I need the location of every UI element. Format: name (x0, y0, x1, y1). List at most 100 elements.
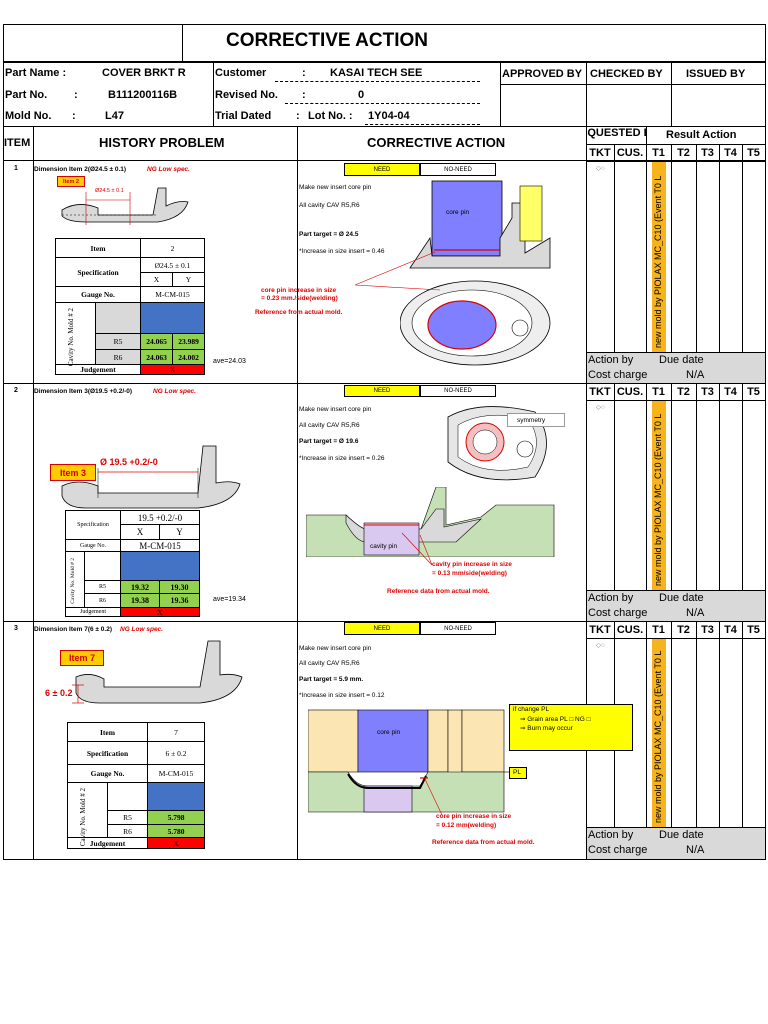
row1-increase: *Increase in size insert = 0.46 (299, 248, 385, 255)
part-name-label: Part Name : (5, 67, 67, 79)
row2-no-need: NO-NEED (420, 385, 496, 397)
col-t2-1: T2 (677, 147, 690, 159)
row3-cost-charge: Cost charge (588, 844, 648, 856)
row2-t1-bar (652, 401, 666, 590)
row3-vertical-note: new mold by PIOLAX MC_C10 (Event T0 L (653, 650, 663, 823)
col-t4-2: T4 (724, 386, 737, 398)
row3-reference: Reference data from actual mold. (432, 839, 535, 846)
row3-pl: PL (513, 769, 521, 776)
row3-no: 3 (14, 625, 18, 632)
col-item: ITEM (4, 137, 31, 149)
row1-action-by: Action by (588, 354, 634, 366)
row1-all-cavity: All cavity CAV R5,R6 (299, 202, 360, 209)
lot-value: 1Y04-04 (368, 110, 410, 122)
revised-label: Revised No. (215, 89, 278, 101)
row1-reference: Reference from actual mold. (255, 309, 343, 316)
r6-x: 5.780 (147, 824, 205, 838)
spec-label: Specification (67, 741, 148, 765)
judgement-value: X (120, 607, 200, 617)
gauge-label: Gauge No. (55, 286, 141, 303)
r6-x: 19.38 (120, 593, 160, 608)
col-cus-1: CUS. (616, 147, 644, 159)
col-cus-2: CUS. (616, 386, 644, 398)
col-corrective: CORRECTIVE ACTION (367, 135, 506, 150)
row2-dim: Ø 19.5 +0.2/-0 (100, 457, 158, 467)
spec-label: Specification (55, 257, 141, 287)
r5-x: 19.32 (120, 580, 160, 594)
col-tkt-2: TKT (589, 386, 611, 398)
row3-item-tag: Item 7 (60, 650, 104, 666)
r6-y: 19.36 (159, 593, 200, 608)
row3-title: Dimension Item 7(6 ± 0.2) (34, 626, 112, 633)
row2-increase: *Increase in size insert = 0.26 (299, 455, 385, 462)
row1-note1: core pin increase in size (261, 287, 337, 294)
checked-by: CHECKED BY (590, 68, 663, 80)
row2-cost-charge: Cost charge (588, 607, 648, 619)
col-tkt-1: TKT (589, 147, 611, 159)
issued-by: ISSUED BY (686, 68, 746, 80)
row3-part-drawing (72, 640, 243, 704)
row1-mold-drawing (400, 180, 551, 366)
row2-top-view (447, 406, 547, 481)
part-no-label: Part No. (5, 89, 48, 101)
row1-marks: ◇○ (596, 165, 605, 172)
row3-action-by: Action by (588, 829, 634, 841)
customer-value: KASAI TECH SEE (330, 67, 423, 79)
trial-colon: : (296, 110, 300, 122)
row2-na: N/A (686, 607, 705, 619)
col-requested: EQUESTED B (586, 127, 646, 139)
lot-label: Lot No. : (308, 110, 353, 122)
mold-no-value: L47 (105, 110, 124, 122)
customer-label: Customer (215, 67, 267, 79)
row1-no: 1 (14, 165, 18, 172)
gauge-value: M-CM-015 (140, 286, 205, 303)
row1-need: NEED (344, 163, 420, 176)
row1-make-new: Make new insert core pin (299, 184, 372, 191)
row2-vertical-note: new mold by PIOLAX MC_C10 (Event T0 L (653, 413, 663, 586)
row2-make-new: Make new insert core pin (299, 406, 372, 413)
col-t1-1: T1 (652, 147, 665, 159)
row3-make-new: Make new insert core pin (299, 645, 372, 652)
row2-section-drawing (306, 487, 555, 557)
row3-target: Part target = 5.9 mm. (299, 676, 364, 683)
spec-y: Y (172, 272, 205, 287)
row1-target: Part target = Ø 24.5 (299, 231, 359, 238)
col-t5-3: T5 (747, 624, 760, 636)
row3-dim: 6 ± 0.2 (45, 688, 73, 698)
r5-label: R5 (95, 333, 141, 350)
row3-due-date: Due date (659, 829, 704, 841)
row2-target: Part target = Ø 19.6 (299, 438, 359, 445)
col-history: HISTORY PROBLEM (99, 135, 225, 150)
judgement-label: Judgement (67, 837, 148, 849)
row3-section-drawing (308, 709, 514, 813)
gauge-label: Gauge No. (67, 764, 148, 783)
part-no-colon: : (74, 89, 78, 101)
row3-increase: *Increase in size insert = 0.12 (299, 692, 385, 699)
row1-ng: NG Low spec. (147, 166, 190, 173)
col-t1-2: T1 (652, 386, 665, 398)
judgement-label: Judgement (55, 364, 141, 375)
mold-no-label: Mold No. (5, 110, 52, 122)
row1-cost-charge: Cost charge (588, 369, 648, 381)
row3-note1: core pin increase in size (436, 813, 512, 820)
col-t4-1: T4 (724, 147, 737, 159)
col-t5-2: T5 (747, 386, 760, 398)
col-t5-1: T5 (747, 147, 760, 159)
judgement-value: X (147, 837, 205, 849)
row1-t1-bar (652, 162, 666, 352)
r5-x: 24.065 (140, 333, 173, 350)
row3-callout1: if change PL (513, 706, 550, 713)
col-t3-1: T3 (701, 147, 714, 159)
spec-value: Ø24.5 ± 0.1 (140, 257, 205, 273)
r5-label: R5 (107, 810, 148, 825)
row1-na: N/A (686, 369, 705, 381)
row3-need: NEED (344, 622, 420, 635)
title-box (182, 24, 766, 62)
row3-ng: NG Low spec. (120, 626, 163, 633)
row2-note1: cavity pin increase in size (432, 561, 512, 568)
r5-y: 23.989 (172, 333, 205, 350)
spec-x: X (120, 524, 160, 540)
row2-need: NEED (344, 385, 420, 397)
row1-core-label: core pin (446, 209, 470, 216)
col-t3-2: T3 (701, 386, 714, 398)
